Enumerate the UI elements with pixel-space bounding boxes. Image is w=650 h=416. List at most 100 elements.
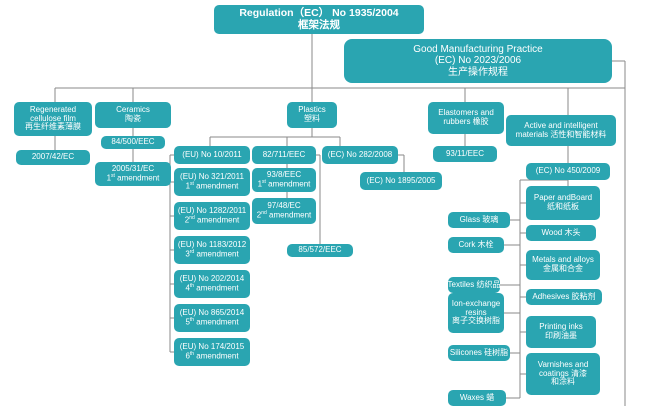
material-label-line: 印刷油墨 (545, 331, 577, 340)
regulation-ec-1895-2005: (EC) No 1895/2005 (360, 172, 442, 190)
material-label-line: Textiles 纺织品 (447, 279, 501, 289)
regulation-code: (EU) No 202/2014 (179, 273, 245, 283)
plastics-col1-regulation-0: (EU) No 10/2011 (174, 146, 250, 164)
ceramics-line2: 陶瓷 (125, 114, 141, 123)
elastomers-line1: Elastomers and (438, 108, 494, 118)
root-subtitle: 框架法规 (298, 18, 340, 31)
regulation-code: 97/48/EC (267, 200, 301, 210)
category-plastics: Plastics 塑料 (287, 102, 337, 128)
material-left-4: Silicones 硅树脂 (448, 345, 510, 361)
category-elastomers-rubbers: Elastomers and rubbers 橡胶 (428, 102, 504, 134)
category-active-intelligent: Active and intelligent materials 活性和智能材料 (506, 115, 616, 146)
root-regulation-box: Regulation（EC） No 1935/2004 框架法规 (214, 5, 424, 34)
material-label-line: Varnishes and (537, 359, 589, 369)
material-left-1: Cork 木栓 (448, 237, 504, 253)
material-left-2: Textiles 纺织品 (448, 277, 500, 293)
regulation-2007-42-ec: 2007/42/EC (16, 150, 90, 165)
material-label-line: 和涂料 (551, 377, 575, 387)
regulation-code: (EC) No 1895/2005 (366, 175, 436, 185)
material-label-line: Ion-exchange (451, 298, 501, 308)
regulation-code: 84/500/EEC (111, 137, 155, 147)
regulation-2005-31-ec: 2005/31/EC 1st amendment (95, 162, 171, 186)
regulation-code: 93/8/EEC (266, 169, 302, 179)
material-label-line: Glass 玻璃 (459, 214, 499, 224)
material-right-3: Adhesives 胶粘剂 (526, 289, 602, 305)
amendment-label: 1st amendment (106, 172, 160, 183)
elastomers-line2: rubbers 橡胶 (443, 117, 489, 126)
material-label-line: Printing inks (539, 322, 583, 332)
regulation-ec-282-2008: (EC) No 282/2008 (322, 146, 398, 164)
gmp-title: Good Manufacturing Practice (413, 44, 543, 56)
material-label-line: Wood 木头 (541, 227, 581, 237)
regulation-93-11-eec: 93/11/EEC (433, 146, 497, 162)
regulation-code: (EU) No 1183/2012 (177, 239, 247, 249)
amendment-label: 1st amendment (185, 180, 239, 191)
regenerated-line1: Regenerated (29, 104, 77, 114)
regulation-code: (EC) No 450/2009 (535, 166, 601, 176)
category-regenerated-cellulose: Regenerated cellulose film 再生纤维素薄膜 (14, 102, 92, 136)
material-label-line: Waxes 蜡 (459, 392, 495, 402)
material-label-line: Metals and alloys (532, 255, 594, 265)
material-label-line: Silicones 硅树脂 (449, 347, 509, 357)
amendment-label: 2nd amendment (256, 209, 312, 220)
regulation-85-572-eec: 85/572/EEC (287, 244, 353, 257)
amendment-label: 2nd amendment (184, 214, 240, 225)
regulation-code: (EU) No 10/2011 (182, 149, 242, 159)
material-label-line: Adhesives 胶粘剂 (532, 291, 596, 301)
plastics-line1: Plastics (298, 105, 326, 115)
material-label-line: Paper andBoard (533, 193, 593, 203)
regulation-code: (EU) No 174/2015 (179, 341, 245, 351)
amendment-label: 5th amendment (185, 316, 239, 327)
material-label-line: 纸和纸板 (547, 202, 579, 211)
regulation-code: 82/711/EEC (262, 149, 306, 159)
gmp-code: (EC) No 2023/2006 (434, 55, 522, 67)
material-label-line: resins (465, 307, 487, 317)
material-label-line: 离子交换树脂 (452, 316, 500, 326)
material-label-line: 金属和合金 (543, 264, 583, 273)
regulation-code: (EU) No 1282/2011 (177, 205, 247, 215)
root-title: Regulation（EC） No 1935/2004 (239, 6, 399, 19)
active-line2: materials 活性和智能材料 (515, 129, 607, 139)
plastics-line2: 塑料 (304, 114, 320, 123)
regulation-ec-450-2009: (EC) No 450/2009 (526, 163, 610, 180)
regulation-code: 93/11/EEC (445, 148, 485, 158)
plastics-col2-regulation-0: 82/711/EEC (252, 146, 316, 164)
amendment-label: 1st amendment (257, 178, 311, 189)
regenerated-line3: 再生纤维素薄膜 (25, 122, 81, 132)
regenerated-line2: cellulose film (30, 113, 76, 123)
gmp-subtitle: 生产操作规程 (448, 66, 508, 78)
material-left-5: Waxes 蜡 (448, 390, 506, 406)
material-left-0: Glass 玻璃 (448, 212, 510, 228)
regulation-code: 2007/42/EC (31, 152, 75, 162)
ceramics-line1: Ceramics (116, 105, 150, 115)
material-label-line: Cork 木栓 (458, 239, 494, 249)
regulation-code: (EC) No 282/2008 (327, 149, 393, 159)
amendment-label: 4th amendment (185, 282, 239, 293)
active-line1: Active and intelligent (524, 120, 598, 130)
regulation-code: 2005/31/EC (111, 163, 155, 173)
category-ceramics: Ceramics 陶瓷 (95, 102, 171, 128)
regulation-code: 85/572/EEC (298, 245, 342, 255)
amendment-label: 3rd amendment (185, 248, 239, 259)
material-label-line: coatings 清漆 (538, 368, 588, 378)
material-right-1: Wood 木头 (526, 225, 596, 241)
amendment-label: 6th amendment (185, 350, 239, 361)
gmp-box: Good Manufacturing Practice (EC) No 2023… (344, 39, 612, 83)
regulation-code: (EU) No 321/2011 (180, 171, 244, 181)
regulation-code: (EU) No 865/2014 (179, 307, 245, 317)
regulation-84-500-eec: 84/500/EEC (101, 136, 165, 149)
